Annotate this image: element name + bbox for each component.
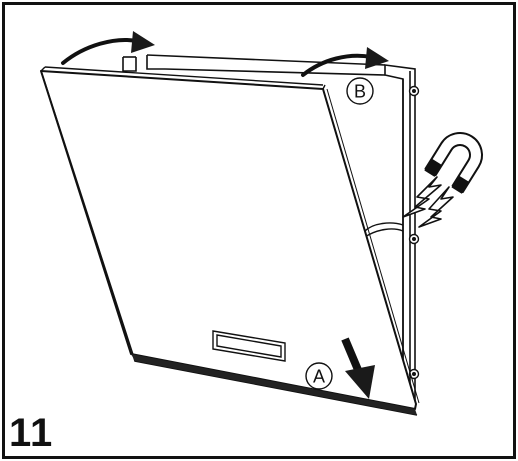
callout-a: A (305, 362, 333, 390)
hinge-screw-middle (408, 233, 420, 245)
callout-a-label: A (313, 367, 325, 387)
curved-arrow-top-left (61, 31, 155, 65)
step-number: 11 (9, 411, 54, 455)
lightning-bolt-icon (402, 176, 454, 228)
curved-arrow-top-right (301, 47, 389, 77)
callout-b-label: B (354, 82, 366, 102)
hinge-screw-top (408, 85, 420, 97)
hinge-screw-bottom (408, 368, 420, 380)
cable-loop (364, 222, 404, 238)
door-panel (40, 66, 420, 416)
door-handle (212, 330, 286, 362)
callout-b: B (346, 77, 374, 105)
arrow-down-a (341, 337, 375, 399)
horseshoe-magnet-icon (424, 132, 483, 194)
door-removal-illustration: B A (40, 31, 483, 416)
